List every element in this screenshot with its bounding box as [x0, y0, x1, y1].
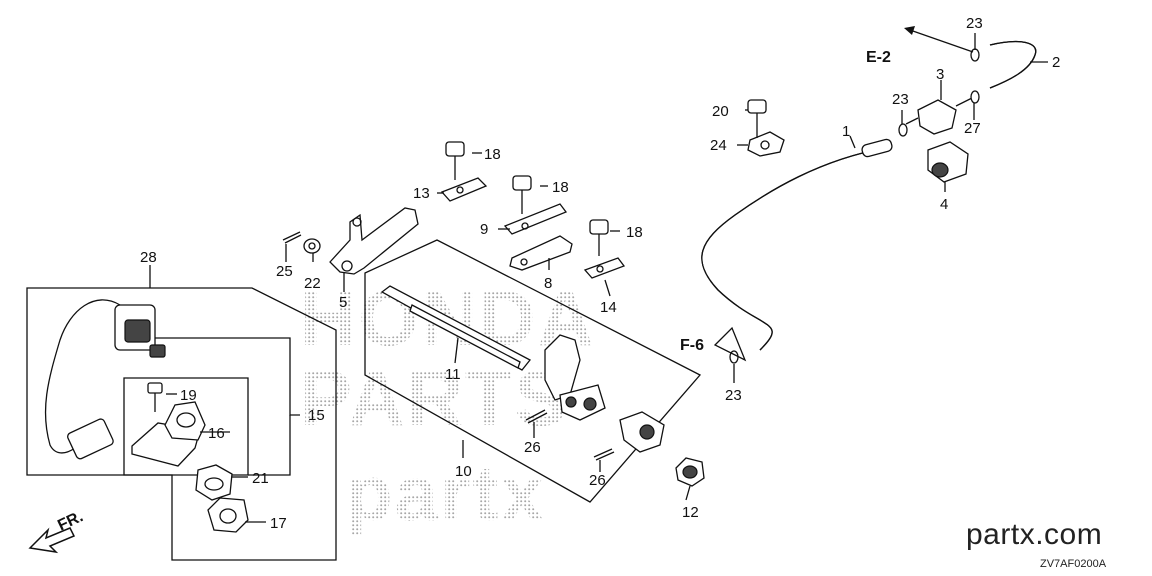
bolt-18-a	[445, 141, 465, 180]
callout-3: 3	[936, 66, 944, 83]
bolt-20	[747, 99, 767, 138]
ref-front: FR.	[55, 508, 86, 534]
watermark-line-3: partx	[345, 449, 546, 537]
callout-19: 19	[180, 387, 197, 404]
site-name: partx.com	[966, 518, 1103, 551]
plate-14	[583, 257, 626, 279]
callout-26-a: 26	[524, 439, 541, 456]
callout-numbers: 1 2 3 4 5 8 9 10 11 12 13 14 15 16 17 18…	[140, 15, 1060, 532]
hose-2	[989, 40, 1037, 89]
e2-arrow	[904, 26, 974, 53]
callout-11: 11	[445, 366, 461, 383]
watermark-line-2: PARTS	[300, 354, 569, 442]
callout-18-b: 18	[552, 179, 569, 196]
clamp-17	[207, 497, 249, 533]
leader-15	[150, 337, 300, 476]
fitting-4	[927, 141, 969, 183]
callout-23-c: 23	[725, 387, 742, 404]
ref-f6: F-6	[680, 337, 704, 354]
callout-13: 13	[413, 185, 430, 202]
callout-20: 20	[712, 103, 729, 120]
cotter-pin-25	[282, 231, 302, 244]
callout-16: 16	[208, 425, 225, 442]
f6-marker	[713, 326, 747, 362]
rod-11	[380, 285, 531, 371]
callout-22: 22	[304, 275, 321, 292]
callout-24: 24	[710, 137, 727, 154]
fuel-filter-3	[905, 97, 973, 135]
callout-17: 17	[270, 515, 287, 532]
pin-26-a	[525, 409, 548, 424]
diagram-code: ZV7AF0200A	[1040, 558, 1107, 570]
callout-15: 15	[308, 407, 325, 424]
washer-22	[303, 238, 321, 254]
bolt-19	[147, 382, 163, 412]
fuel-tube-1	[701, 138, 893, 351]
lever-assembly	[544, 334, 606, 421]
callout-1: 1	[842, 123, 850, 140]
callout-10: 10	[455, 463, 472, 480]
callout-9: 9	[480, 221, 488, 238]
callout-23-b: 23	[892, 91, 909, 108]
honda-watermark: HONDA PARTS partx	[300, 274, 594, 537]
callout-12: 12	[682, 504, 699, 521]
callout-21: 21	[252, 470, 269, 487]
bracket-16	[131, 401, 206, 467]
cam-assembly	[619, 411, 665, 453]
callout-8: 8	[544, 275, 552, 292]
callout-28: 28	[140, 249, 157, 266]
plate-9	[503, 203, 568, 235]
plate-8	[509, 235, 573, 271]
callout-4: 4	[940, 196, 948, 213]
callout-26-b: 26	[589, 472, 606, 489]
bolt-18-c	[589, 219, 609, 256]
callout-25: 25	[276, 263, 293, 280]
switch-harness	[44, 299, 166, 460]
callout-23-a: 23	[966, 15, 983, 32]
pin-26-b	[593, 448, 615, 461]
callout-27: 27	[964, 120, 981, 137]
callout-leaders	[166, 33, 1048, 523]
clip-24	[747, 131, 785, 157]
callout-18-a: 18	[484, 146, 501, 163]
callout-2: 2	[1052, 54, 1060, 71]
callout-5: 5	[339, 294, 347, 311]
bolt-18-b	[512, 175, 532, 214]
front-arrow-icon	[28, 527, 76, 554]
callout-18-c: 18	[626, 224, 643, 241]
ref-e2: E-2	[866, 49, 891, 66]
nut-21	[195, 464, 233, 501]
grommet-12	[675, 457, 705, 487]
callout-14: 14	[600, 299, 617, 316]
arm-5	[329, 207, 419, 275]
plate-13	[440, 177, 488, 202]
